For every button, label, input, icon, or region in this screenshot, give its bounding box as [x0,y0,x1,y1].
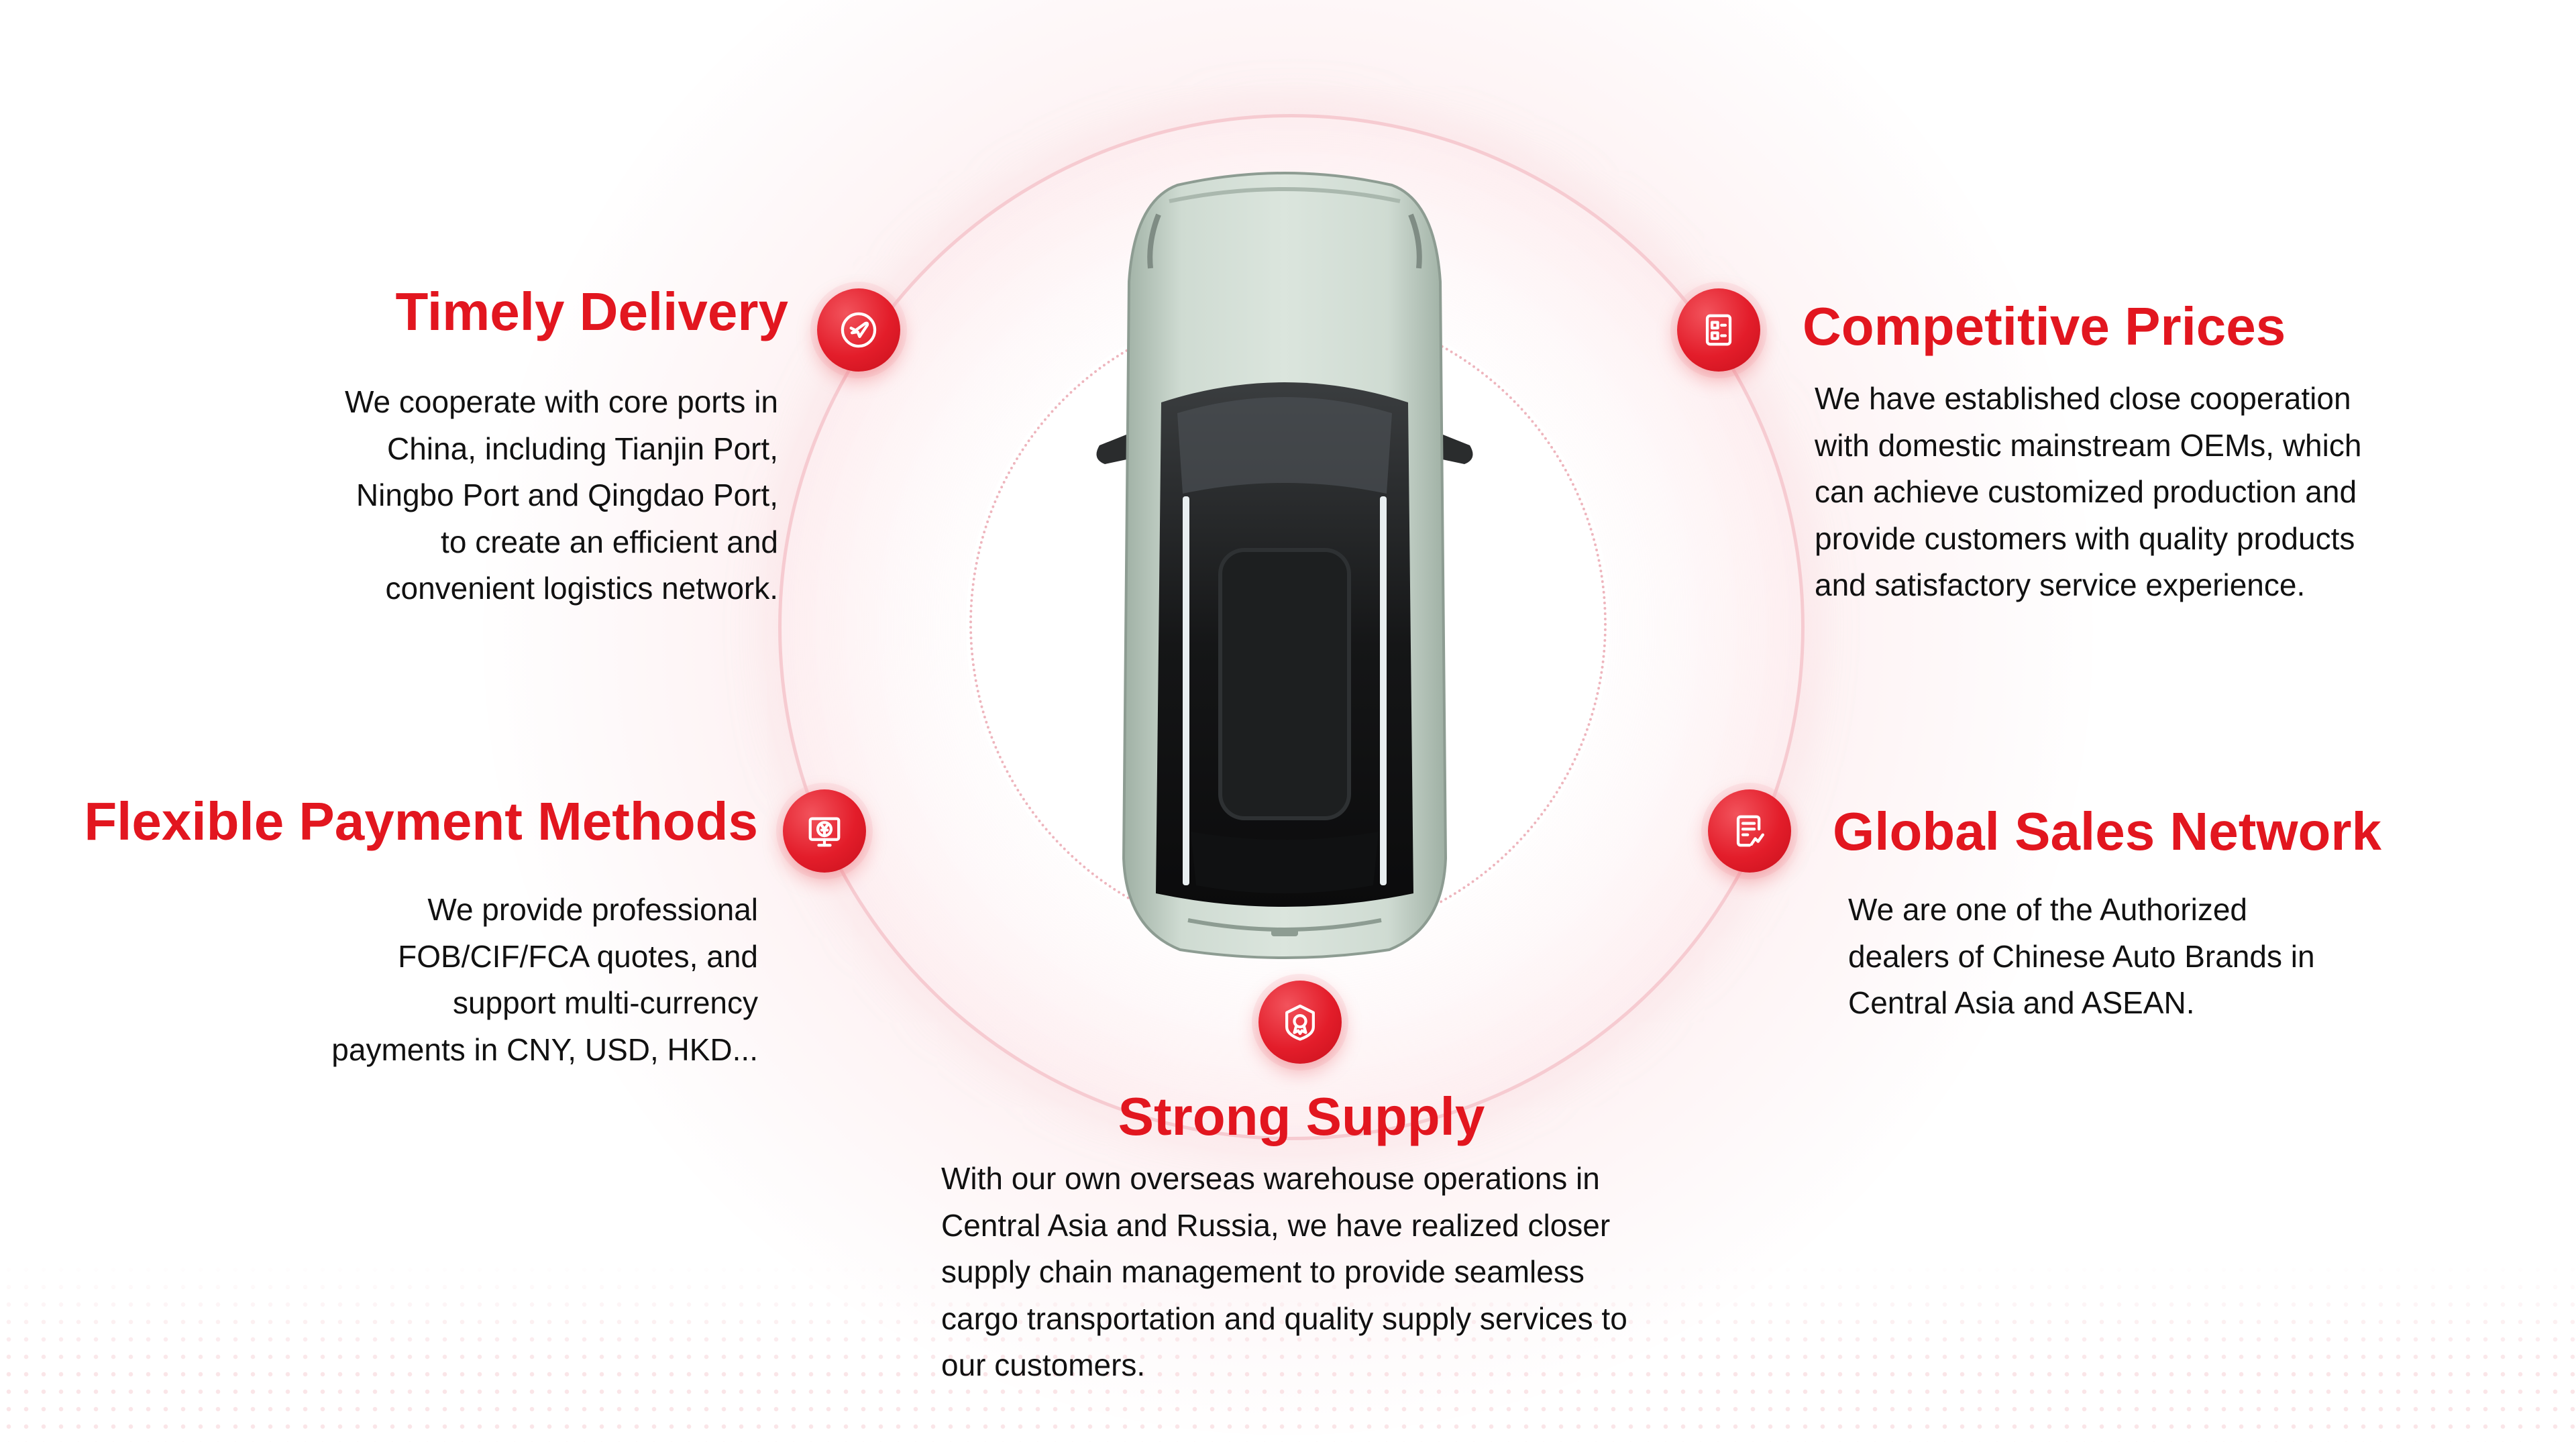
flexible-payment-description: We provide professional FOB/CIF/FCA quot… [331,892,758,1067]
award-shield-icon [1285,1004,1315,1041]
timely-delivery-title: Timely Delivery [395,282,788,341]
sales-chart-document-icon [1736,815,1764,847]
competitive-prices-title: Competitive Prices [1803,296,2286,356]
competitive-prices-badge [1677,288,1760,372]
airplane-icon [841,312,877,348]
timely-delivery-badge [817,288,900,372]
global-sales-description: We are one of the Authorized dealers of … [1848,892,2315,1020]
global-sales-title: Global Sales Network [1833,801,2382,861]
flexible-payment-badge [783,789,866,873]
yuan-monitor-icon [808,817,841,847]
car-top-view-image [1096,172,1473,959]
strong-supply-badge [1258,981,1342,1064]
strong-supply-title: Strong Supply [1118,1087,1485,1146]
strong-supply-description: With our own overseas warehouse operatio… [941,1161,1627,1382]
timely-delivery-description: We cooperate with core ports in China, i… [344,384,778,606]
competitive-prices-description: We have established close cooperation wi… [1815,381,2362,602]
price-document-icon [1705,314,1732,346]
flexible-payment-title: Flexible Payment Methods [84,791,758,851]
global-sales-badge [1708,789,1791,873]
dotted-pattern-band [0,1261,2576,1442]
